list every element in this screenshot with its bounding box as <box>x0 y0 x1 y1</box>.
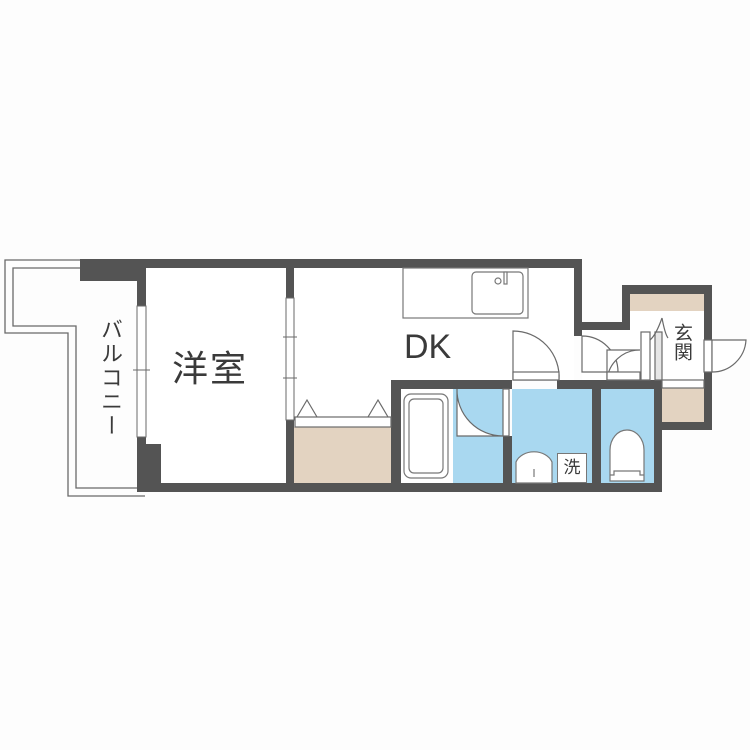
shoe-cabinet-bottom <box>662 388 704 422</box>
balcony-railing <box>4 259 145 497</box>
room-label-dining-kitchen: DK <box>404 328 452 366</box>
balcony-window <box>136 305 147 438</box>
room-label-balcony: バルコニー <box>97 318 122 438</box>
room-label-western-room: 洋室 <box>172 349 249 390</box>
closet <box>294 427 391 483</box>
shoe-cabinet-top <box>630 294 704 311</box>
partition-window <box>285 297 295 421</box>
kitchen-sink <box>471 271 524 315</box>
toilet <box>609 429 645 482</box>
kitchen-counter <box>402 267 529 319</box>
washer-space-label: 洗 <box>557 453 587 483</box>
room-label-entrance: 玄関 <box>671 323 693 361</box>
windows <box>133 297 297 438</box>
storage-areas <box>294 294 704 483</box>
wash-basin <box>515 451 553 484</box>
walls <box>80 259 712 492</box>
closet-doors <box>294 398 392 428</box>
doors <box>456 317 747 437</box>
bathtub <box>403 393 449 479</box>
